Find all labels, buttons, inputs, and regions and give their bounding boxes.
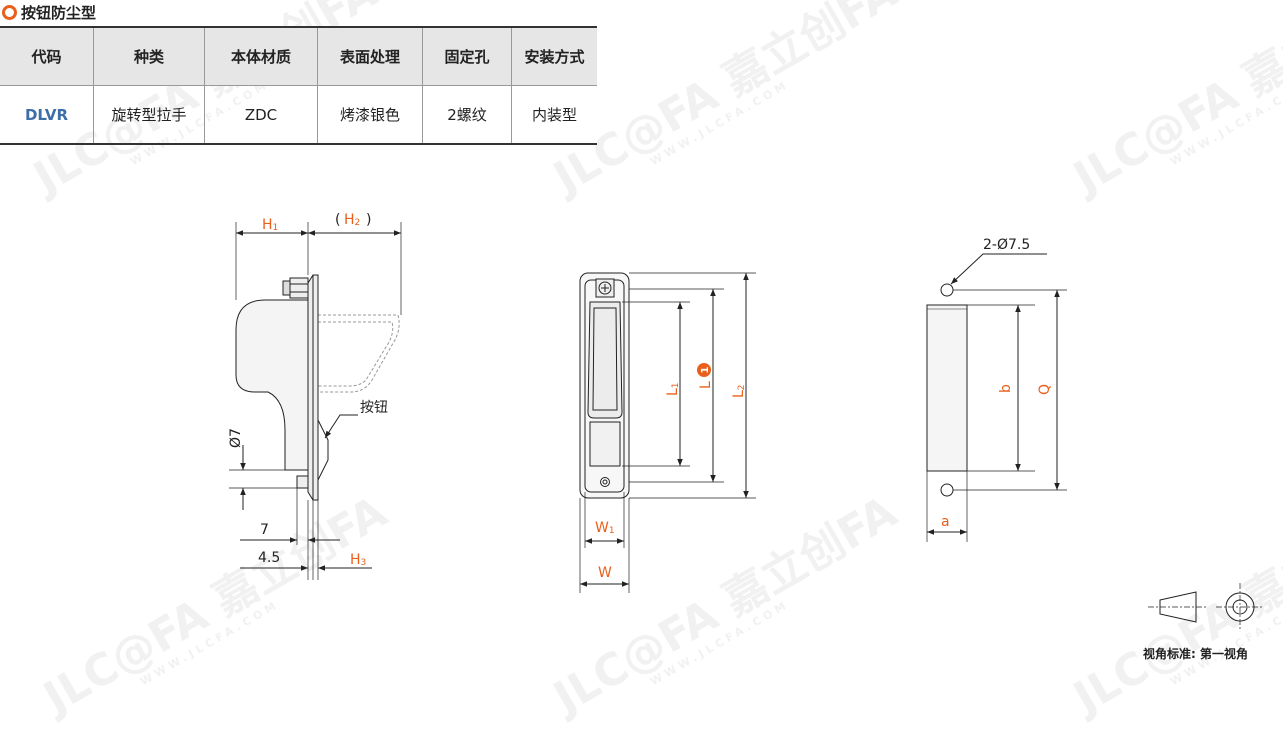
table-cell-code: DLVR [0, 85, 94, 145]
note-marker-label: 1 [700, 366, 711, 373]
dim-b: b [998, 384, 1014, 393]
dim-h2-open: ( [335, 212, 340, 228]
column-header: 代码 [0, 26, 94, 86]
column-header: 固定孔 [422, 26, 512, 86]
button-label: 按钮 [360, 400, 388, 416]
table-cell: 内装型 [511, 85, 597, 145]
section-title: 按钮防尘型 [21, 3, 97, 22]
holes-label: 2-Ø7.5 [983, 237, 1030, 253]
front-view [579, 272, 756, 593]
column-header: 种类 [93, 26, 205, 86]
column-header: 表面处理 [317, 26, 423, 86]
side-view [229, 222, 402, 580]
section-header: 按钮防尘型 [2, 2, 96, 22]
dim-w1: W1 [595, 520, 615, 536]
first-angle-projection-icon [1148, 583, 1264, 631]
circle-bullet-icon [2, 4, 17, 20]
technical-drawing: H1 ( H2 ) Ø7 按钮 7 4.5 H3 [228, 212, 1264, 631]
column-header: 本体材质 [204, 26, 318, 86]
projection-standard-label: 视角标准: 第一视角 [1143, 647, 1248, 661]
table-cell: 烤漆银色 [317, 85, 423, 145]
dim-l: L [698, 381, 714, 389]
dim-h2: H2 [344, 212, 360, 228]
dim-phi7: Ø7 [228, 428, 244, 448]
table-header-row: 代码 种类 本体材质 表面处理 固定孔 安装方式 [0, 26, 597, 86]
dim-w: W [598, 565, 612, 581]
dim-q: Q [1037, 384, 1053, 395]
spec-table: 代码 种类 本体材质 表面处理 固定孔 安装方式 DLVR 旋转型拉手 ZDC … [0, 26, 597, 145]
table-cell: ZDC [204, 85, 318, 145]
dim-l2: L2 [731, 384, 747, 398]
dim-7: 7 [260, 522, 269, 538]
dim-h2-close: ) [366, 212, 371, 228]
note-marker-icon [697, 363, 711, 377]
column-header: 安装方式 [511, 26, 597, 86]
dim-4-5: 4.5 [258, 550, 280, 566]
cutout-view [926, 253, 1067, 542]
dim-h1: H1 [262, 217, 278, 233]
dim-l1: L1 [665, 382, 681, 396]
table-cell: 旋转型拉手 [93, 85, 205, 145]
table-row: DLVR 旋转型拉手 ZDC 烤漆银色 2螺纹 内装型 [0, 85, 597, 145]
dim-h3: H3 [350, 552, 366, 568]
table-cell: 2螺纹 [422, 85, 512, 145]
dim-a: a [941, 514, 950, 530]
